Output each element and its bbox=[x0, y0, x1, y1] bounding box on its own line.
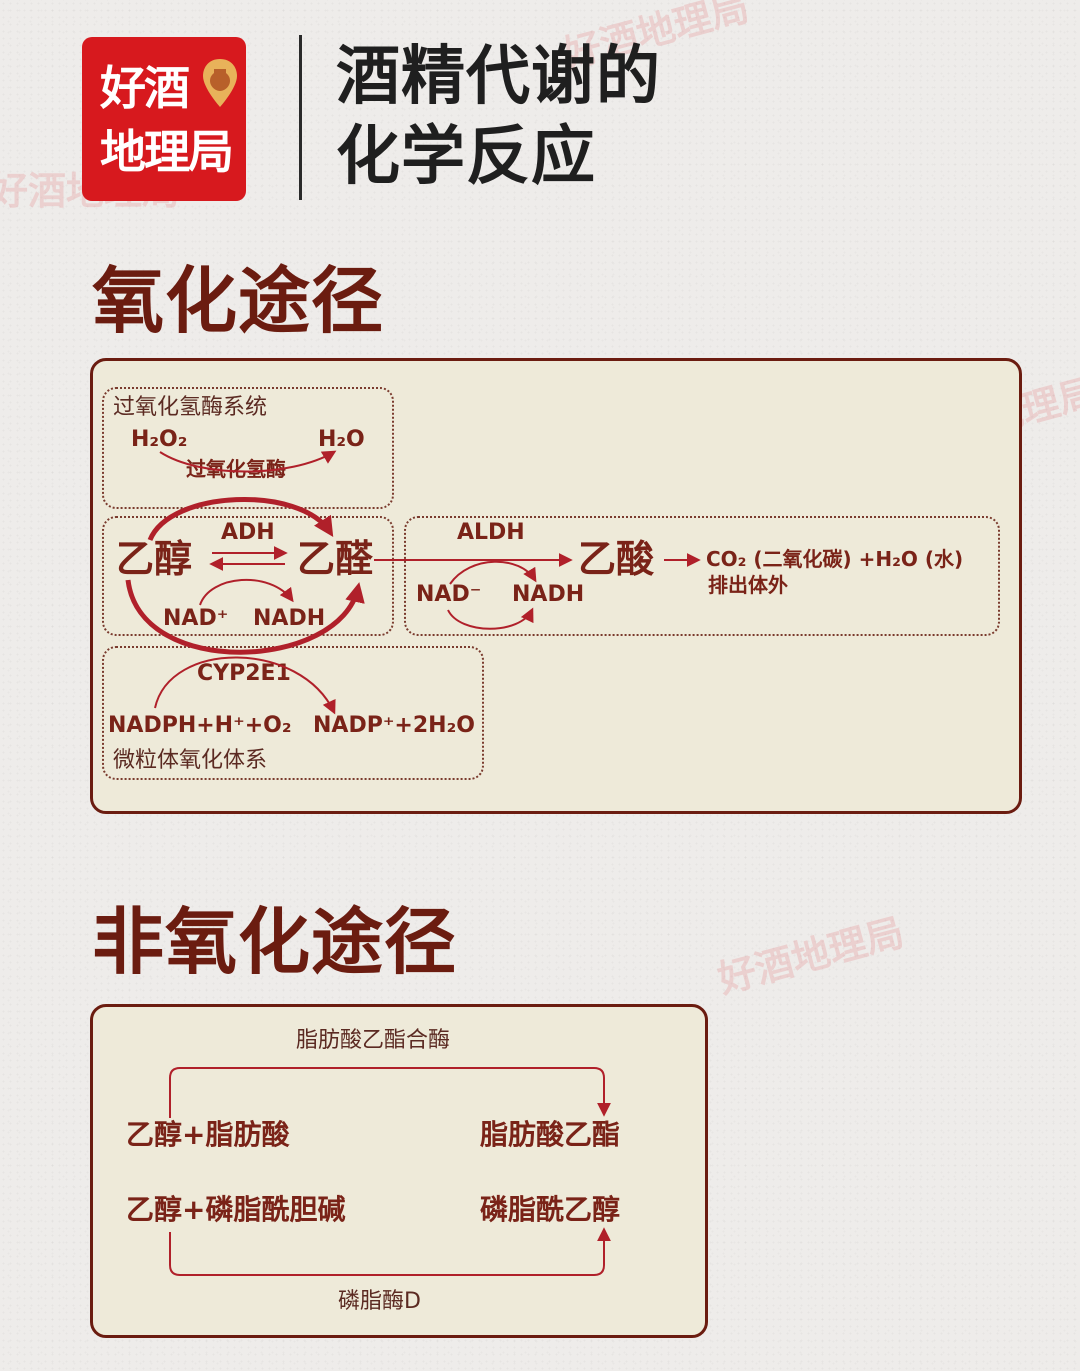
aldh-nadh-label: NADH bbox=[512, 582, 585, 607]
catalase-system-label: 过氧化氢酶系统 bbox=[113, 395, 268, 420]
adh-enzyme-label: ADH bbox=[221, 520, 275, 545]
cyp2e1-enzyme-label: CYP2E1 bbox=[197, 661, 291, 686]
phospholipase-d-label: 磷脂酶D bbox=[338, 1289, 421, 1314]
meos-products-label: NADP⁺+2H₂O bbox=[313, 713, 475, 738]
ethanol-label: 乙醇 bbox=[116, 537, 193, 581]
adh-nad-label: NAD⁺ bbox=[163, 606, 229, 631]
excreted-label: 排出体外 bbox=[708, 573, 788, 597]
oxidation-heading: 氧化途径 bbox=[92, 259, 385, 343]
catalase-enzyme-label: 过氧化氢酶 bbox=[186, 457, 286, 481]
page-title-line2: 化学反应 bbox=[336, 120, 596, 194]
faee-enzyme-label: 脂肪酸乙酯合酶 bbox=[296, 1028, 451, 1053]
faee-reactants-label: 乙醇+脂肪酸 bbox=[126, 1118, 290, 1151]
acetic-acid-label: 乙酸 bbox=[578, 537, 655, 581]
peth-reactants-label: 乙醇+磷脂酰胆碱 bbox=[126, 1193, 346, 1226]
header-divider bbox=[299, 35, 302, 200]
meos-system-label: 微粒体氧化体系 bbox=[113, 748, 268, 773]
non-oxidation-heading: 非氧化途径 bbox=[92, 900, 458, 984]
aldh-nad-label: NAD⁻ bbox=[416, 582, 482, 607]
end-products-label: CO₂ (二氧化碳) +H₂O (水) bbox=[706, 547, 964, 571]
h2o2-label: H₂O₂ bbox=[131, 427, 188, 452]
logo-text-line2: 地理局 bbox=[100, 125, 234, 179]
meos-reactants-label: NADPH+H⁺+O₂ bbox=[108, 713, 292, 738]
logo-text-line1: 好酒 bbox=[100, 61, 190, 115]
h2o-label: H₂O bbox=[318, 427, 365, 452]
adh-nadh-label: NADH bbox=[253, 606, 326, 631]
aldh-enzyme-label: ALDH bbox=[457, 520, 525, 545]
brand-logo: 好酒 地理局 bbox=[82, 37, 246, 201]
peth-product-label: 磷脂酰乙醇 bbox=[480, 1193, 621, 1226]
map-pin-icon bbox=[203, 59, 237, 107]
aldh-box bbox=[404, 516, 1000, 636]
non-oxidation-panel bbox=[90, 1004, 708, 1338]
acetaldehyde-label: 乙醛 bbox=[297, 537, 374, 581]
faee-product-label: 脂肪酸乙酯 bbox=[480, 1118, 621, 1151]
page-title-line1: 酒精代谢的 bbox=[336, 40, 661, 114]
